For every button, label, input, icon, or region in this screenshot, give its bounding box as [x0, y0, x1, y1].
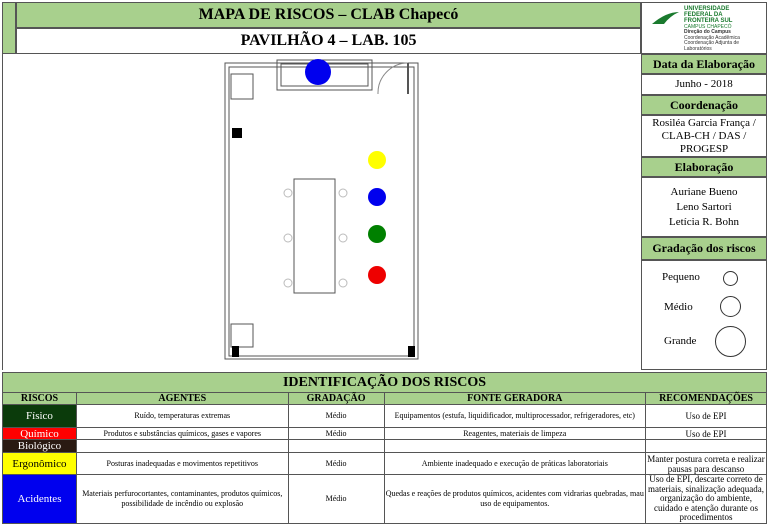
col-header: RISCOS — [2, 392, 77, 405]
table-row: Biológico — [2, 439, 767, 453]
rec-cell: Uso de EPI — [645, 404, 767, 428]
grad-legend: Pequeno Médio Grande — [641, 260, 767, 370]
logo-text: Laboratórios — [684, 45, 712, 52]
risk-table: IDENTIFICAÇÃO DOS RISCOS RISCOS AGENTES … — [2, 372, 767, 524]
grad-medium-circle — [720, 296, 741, 317]
rec-cell: Manter postura correta e realizar pausas… — [645, 452, 767, 475]
grad-cell: Médio — [287, 427, 385, 440]
date-label: Data da Elaboração — [641, 54, 767, 74]
agents-cell: Materiais perfurocortantes, contaminante… — [75, 474, 289, 524]
col-header: RECOMENDAÇÕES — [645, 392, 767, 405]
agents-cell — [75, 439, 289, 453]
room-outline — [224, 62, 419, 360]
logo-text: FEDERAL DA — [684, 12, 723, 18]
source-cell: Quedas e reações de produtos químicos, a… — [383, 474, 647, 524]
grad-cell — [287, 439, 385, 453]
table-row: Químico Produtos e substâncias químicos,… — [2, 427, 767, 440]
risk-acidentes: Acidentes — [2, 474, 77, 524]
table-row: Ergonômico Posturas inadequadas e movime… — [2, 452, 767, 475]
col-header: AGENTES — [75, 392, 289, 405]
rec-cell — [645, 439, 767, 453]
agents-cell: Produtos e substâncias químicos, gases e… — [75, 427, 289, 440]
agents-cell: Posturas inadequadas e movimentos repeti… — [75, 452, 289, 475]
risk-quimico: Químico — [2, 427, 77, 440]
grad-medium-label: Médio — [664, 301, 693, 313]
risk-circle-acidentes — [368, 188, 386, 206]
date-value: Junho - 2018 — [641, 74, 767, 95]
risk-circle-quimico — [368, 266, 386, 284]
grad-small-circle — [723, 271, 738, 286]
coord-value: Rosiléa Garcia França / CLAB-CH / DAS / … — [641, 115, 767, 157]
grad-label: Gradação dos riscos — [641, 237, 767, 260]
lab-table — [293, 178, 336, 294]
coord-line: CLAB-CH / DAS / — [661, 129, 747, 142]
source-cell: Ambiente inadequado e execução de prátic… — [383, 452, 647, 475]
rec-cell: Uso de EPI — [645, 427, 767, 440]
coord-label: Coordenação — [641, 95, 767, 115]
source-cell — [383, 439, 647, 453]
logo-text: Direção do Campus — [684, 29, 731, 35]
risk-circle-ergonomico — [368, 151, 386, 169]
elab-names: Auriane Bueno Leno Sartori Letícia R. Bo… — [641, 177, 767, 237]
logo-text: Coordenação Adjunta de — [684, 40, 740, 46]
source-cell: Reagentes, materiais de limpeza — [383, 427, 647, 440]
table-title: IDENTIFICAÇÃO DOS RISCOS — [2, 372, 767, 393]
logo-text: Coordenação Acadêmica — [684, 34, 740, 41]
page-subtitle: PAVILHÃO 4 – LAB. 105 — [16, 28, 641, 54]
page-title: MAPA DE RISCOS – CLAB Chapecó — [16, 2, 641, 28]
risk-ergonomico: Ergonômico — [2, 452, 77, 475]
floor-plan — [224, 59, 419, 360]
logo-leaf-icon — [652, 12, 679, 24]
table-row: Físico Ruído, temperaturas extremas Médi… — [2, 404, 767, 428]
elab-name: Letícia R. Bohn — [669, 215, 739, 228]
rec-cell: Uso de EPI, descarte correto de materiai… — [645, 474, 767, 524]
risk-circle-acidentes-grande — [305, 59, 331, 85]
university-logo: UNIVERSIDADE FEDERAL DA FRONTEIRA SUL CA… — [641, 2, 767, 54]
coord-line: Rosiléa Garcia França / — [652, 116, 756, 129]
grad-cell: Médio — [287, 474, 385, 524]
grad-large-label: Grande — [664, 335, 697, 347]
coord-line: PROGESP — [679, 142, 729, 155]
col-header: GRADAÇÃO — [287, 392, 385, 405]
col-header: FONTE GERADORA — [383, 392, 647, 405]
risk-biologico: Biológico — [2, 439, 77, 453]
grad-large-circle — [715, 326, 746, 357]
logo-text: FRONTEIRA SUL — [684, 18, 733, 24]
floor-plan-area — [2, 54, 641, 370]
grad-small-label: Pequeno — [662, 271, 700, 283]
logo-text: CAMPUS CHAPECÓ — [684, 24, 732, 30]
source-cell: Equipamentos (estufa, liquidificador, mu… — [383, 404, 647, 428]
table-row: Acidentes Materiais perfurocortantes, co… — [2, 474, 767, 524]
risk-circle-fisico — [368, 225, 386, 243]
agents-cell: Ruído, temperaturas extremas — [75, 404, 289, 428]
grad-cell: Médio — [287, 452, 385, 475]
grad-cell: Médio — [287, 404, 385, 428]
elab-name: Leno Sartori — [676, 200, 732, 213]
elab-label: Elaboração — [641, 157, 767, 177]
elab-name: Auriane Bueno — [670, 185, 738, 198]
logo-text: UNIVERSIDADE — [684, 6, 730, 12]
risk-fisico: Físico — [2, 404, 77, 428]
header-edge — [2, 2, 16, 54]
